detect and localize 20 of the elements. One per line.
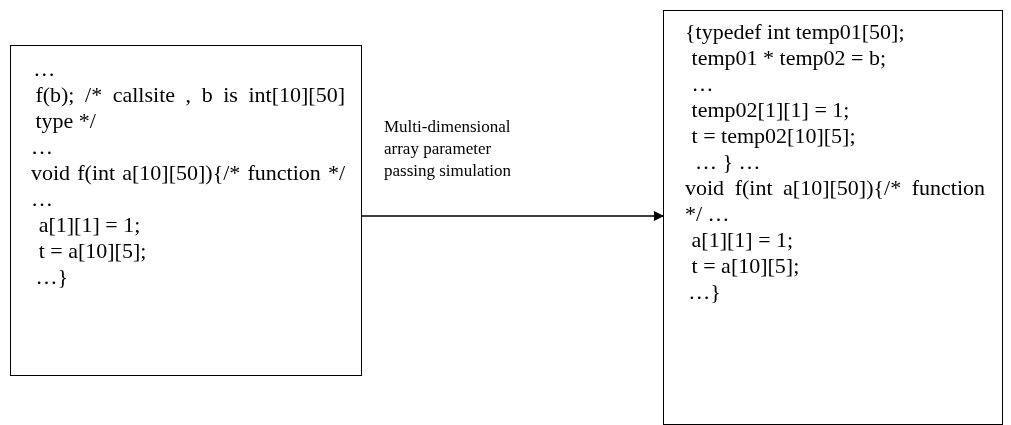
- code-line: temp02[1][1] = 1;: [691, 97, 851, 123]
- code-line: …: [691, 71, 715, 97]
- code-line: void f(int a[10][50]){/* function */ …: [31, 160, 345, 212]
- code-line: temp01 * temp02 = b;: [691, 45, 888, 71]
- code-line: …}: [35, 264, 69, 290]
- code-line: void f(int a[10][50]){/* function */ …: [685, 175, 985, 227]
- arrow: [361, 211, 664, 221]
- code-line: t = a[10][5];: [38, 238, 148, 264]
- code-line: … } …: [694, 149, 762, 175]
- code-box: [10, 45, 362, 376]
- code-line: …: [31, 134, 54, 160]
- code-line: {typedef int temp01[50];: [685, 19, 906, 45]
- code-box: [663, 10, 1003, 425]
- code-line: a[1][1] = 1;: [38, 212, 142, 238]
- code-line: t = a[10][5];: [691, 253, 801, 279]
- code-line: …}: [688, 279, 722, 305]
- code-line: t = temp02[10][5];: [691, 123, 857, 149]
- code-line: …: [33, 56, 57, 82]
- code-line: a[1][1] = 1;: [691, 227, 795, 253]
- code-line: f(b); /* callsite , b is int[10][50] type */: [35, 82, 345, 134]
